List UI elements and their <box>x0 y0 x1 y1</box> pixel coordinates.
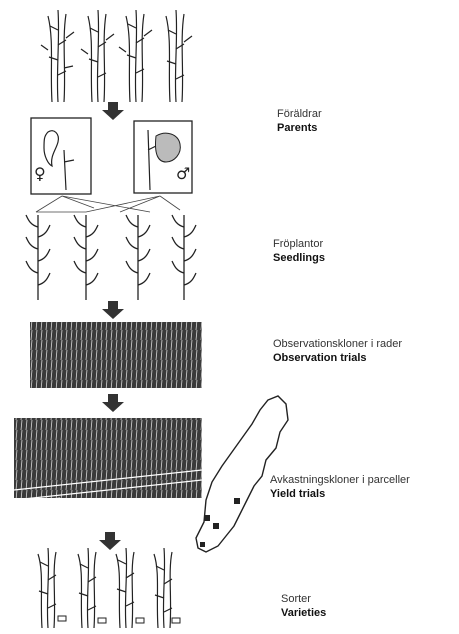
stage-label-en: Varieties <box>281 606 326 620</box>
stage-label-seedlings: Fröplantor Seedlings <box>273 237 325 265</box>
parent-plant <box>41 10 74 102</box>
stage-label-observation: Observationskloner i rader Observation t… <box>273 337 402 365</box>
variety-plant <box>116 548 134 628</box>
observation-trials-plot <box>30 322 202 388</box>
stage-label-sv: Föräldrar <box>277 107 322 121</box>
seedling-plant <box>126 215 150 300</box>
down-arrow <box>99 532 121 550</box>
cross-lines <box>36 196 180 212</box>
seedling-plant <box>172 215 196 300</box>
parent-plant <box>166 10 192 102</box>
down-arrow <box>102 301 124 319</box>
trial-site-marker <box>234 498 240 504</box>
trial-site-marker <box>200 542 205 547</box>
down-arrow <box>102 102 124 120</box>
trial-site-marker <box>213 523 219 529</box>
variety-plant <box>154 548 172 628</box>
stage-label-en: Observation trials <box>273 351 402 365</box>
yield-trials-plot <box>14 418 202 506</box>
parent-plant <box>81 10 114 102</box>
stage-label-sv: Observationskloner i rader <box>273 337 402 351</box>
stage-label-sv: Avkastningskloner i parceller <box>270 473 410 487</box>
stage-label-en: Yield trials <box>270 487 410 501</box>
stage-label-yield: Avkastningskloner i parceller Yield tria… <box>270 473 410 501</box>
variety-plants <box>38 548 180 628</box>
down-arrow <box>102 394 124 412</box>
male-symbol: ♂ <box>176 164 190 183</box>
trial-site-marker <box>204 515 210 521</box>
stage-label-sv: Fröplantor <box>273 237 325 251</box>
stage-label-en: Seedlings <box>273 251 325 265</box>
stage-label-parents: Föräldrar Parents <box>277 107 322 135</box>
stage-label-sv: Sorter <box>281 592 326 606</box>
seedling-plant <box>74 215 98 300</box>
parent-plants <box>41 10 192 102</box>
variety-plant <box>38 548 56 628</box>
seedling-plant <box>26 215 50 300</box>
variety-plant <box>78 548 96 628</box>
female-symbol: ♀ <box>34 164 46 183</box>
parent-plant <box>119 10 152 102</box>
stage-label-en: Parents <box>277 121 322 135</box>
stage-label-varieties: Sorter Varieties <box>281 592 326 620</box>
seedling-plants <box>26 215 196 300</box>
